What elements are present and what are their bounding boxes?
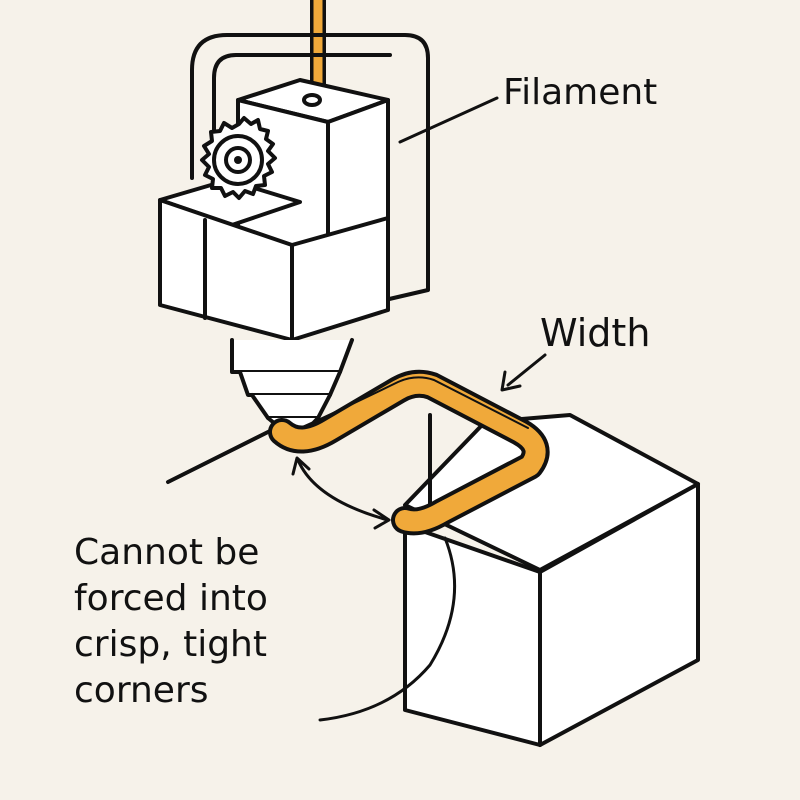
caption-line: forced into: [74, 578, 268, 619]
bed-line: [166, 423, 284, 484]
extruder-bracket: [190, 33, 430, 302]
hotend-block: [158, 178, 390, 342]
printed-object: [403, 413, 700, 747]
extruded-filament: [268, 369, 550, 536]
filament-leader: [398, 96, 499, 144]
corner-caption: Cannot be forced into crisp, tight corne…: [74, 530, 268, 714]
caption-leader: [318, 536, 457, 722]
width-label: Width: [540, 311, 651, 355]
caption-line: crisp, tight: [74, 624, 267, 665]
drive-gear-icon: [200, 116, 277, 200]
corner-arrow: [291, 456, 391, 530]
filament-label: Filament: [503, 72, 658, 113]
nozzle-icon: [230, 338, 354, 434]
caption-line: corners: [74, 670, 209, 711]
caption-line: Cannot be: [74, 532, 260, 573]
width-arrow: [500, 353, 547, 392]
